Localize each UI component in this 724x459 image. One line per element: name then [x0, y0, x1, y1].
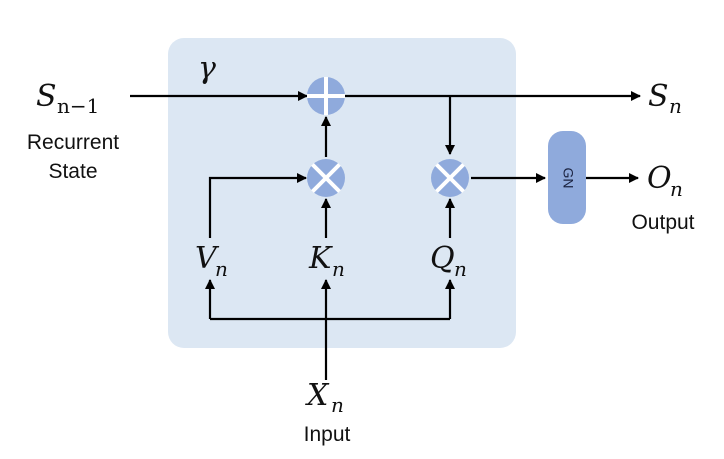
- svg-text:n: n: [669, 94, 682, 118]
- group-norm-block: GN: [548, 131, 586, 224]
- add-operator-icon: [307, 77, 345, 115]
- svg-text:K: K: [308, 241, 333, 276]
- recurrent-caption-line2: State: [48, 160, 97, 183]
- output-label: O n: [647, 161, 683, 201]
- svg-text:Q: Q: [430, 241, 455, 276]
- value-to-mult-arrow: [208, 173, 307, 238]
- key-label: K n: [308, 241, 345, 281]
- input-label: X n: [305, 378, 344, 417]
- svg-text:n: n: [215, 257, 228, 281]
- input-caption: Input: [304, 423, 351, 446]
- query-multiply-operator-icon: [431, 159, 469, 197]
- output-caption: Output: [631, 211, 694, 234]
- svg-text:O: O: [647, 161, 672, 196]
- kv-multiply-operator-icon: [307, 159, 345, 197]
- group-norm-label: GN: [560, 168, 576, 189]
- svg-text:V: V: [195, 241, 220, 276]
- prev-state-label: S n−1: [36, 79, 99, 118]
- query-label: Q n: [430, 241, 467, 281]
- svg-text:X: X: [305, 378, 330, 413]
- svg-text:n: n: [670, 177, 683, 201]
- svg-text:n−1: n−1: [57, 94, 99, 118]
- svg-text:n: n: [454, 257, 467, 281]
- svg-text:S: S: [36, 79, 57, 114]
- next-state-label: S n: [648, 79, 682, 118]
- recurrent-caption-line1: Recurrent: [27, 131, 119, 154]
- retention-panel: [168, 38, 516, 348]
- value-label: V n: [195, 241, 228, 281]
- svg-text:n: n: [331, 393, 344, 417]
- decay-gamma-label: γ: [198, 51, 216, 86]
- svg-text:n: n: [332, 257, 345, 281]
- svg-text:S: S: [648, 79, 669, 114]
